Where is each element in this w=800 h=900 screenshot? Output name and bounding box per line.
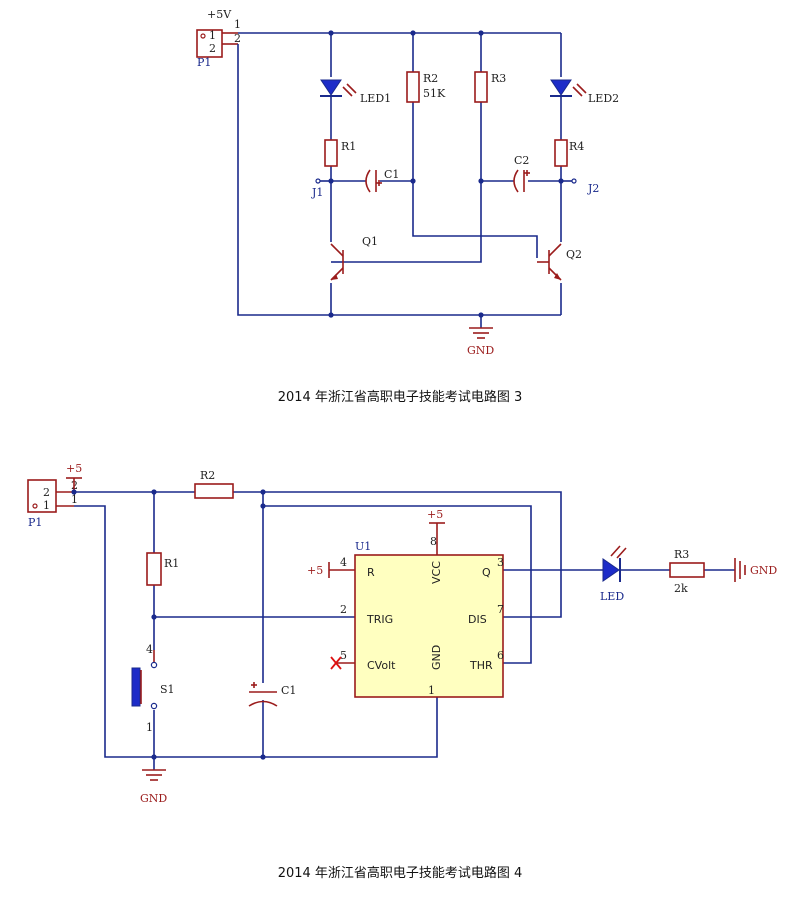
r3-2-value: 2k xyxy=(674,582,688,595)
junctions-1 xyxy=(315,30,577,318)
u1-pin-trig: TRIG xyxy=(366,613,393,626)
c1-capacitor-2: C1 xyxy=(248,682,296,707)
vcc-label-2: +5 xyxy=(66,462,82,475)
p1-2-label: P1 xyxy=(28,516,42,529)
u1-pin-gnd: GND xyxy=(430,645,443,670)
led-2: LED xyxy=(600,545,627,603)
r2-value: 51K xyxy=(423,87,446,100)
u1-num6: 6 xyxy=(497,649,504,662)
p1-2-pin1-label: 1 xyxy=(43,499,50,512)
u1-pin-q: Q xyxy=(482,566,491,579)
u1-num3: 3 xyxy=(497,556,504,569)
u1-num5: 5 xyxy=(340,649,347,662)
p1-connector-2: 2 1 P1 2 1 +5 xyxy=(27,462,82,529)
p1-connector: 1 2 P1 1 2 +5V xyxy=(196,8,241,69)
u1-pin-dis: DIS xyxy=(468,613,487,626)
u1-num4: 4 xyxy=(340,556,347,569)
c2-label: C2 xyxy=(514,154,529,167)
r4-resistor: R4 xyxy=(554,139,584,167)
r2-resistor: R2 51K xyxy=(406,71,446,103)
r1-label: R1 xyxy=(341,140,356,153)
s1-pin1: 1 xyxy=(146,721,153,734)
p1-pin2-label: 2 xyxy=(209,42,216,55)
gnd-symbol-left: GND xyxy=(140,769,167,805)
r3-label: R3 xyxy=(491,72,506,85)
diagram-2: 2 1 P1 2 1 +5 xyxy=(27,462,777,805)
u1-pin-cvolt: CVolt xyxy=(367,659,396,672)
s1-switch: 4 1 S1 xyxy=(131,643,175,734)
s1-pin4: 4 xyxy=(146,643,153,656)
u1-num1: 1 xyxy=(428,684,435,697)
q2-transistor: Q2 xyxy=(537,243,582,281)
r4-label: R4 xyxy=(569,140,584,153)
gnd-symbol-1: GND xyxy=(467,327,494,357)
p1-label: P1 xyxy=(197,56,211,69)
led2: LED2 xyxy=(550,79,619,105)
q2-label: Q2 xyxy=(566,248,582,261)
wires-2 xyxy=(74,491,735,770)
p1-2-out1-label: 1 xyxy=(71,493,78,506)
p1-out1-label: 1 xyxy=(234,18,241,31)
p1-2-pin2-label: 2 xyxy=(43,486,50,499)
p1-out2-label: 2 xyxy=(234,32,241,45)
gnd-label-right: GND xyxy=(750,564,777,577)
u1-pin-thr: THR xyxy=(469,659,493,672)
r2-resistor-2: R2 xyxy=(194,469,234,499)
r1-2-label: R1 xyxy=(164,557,179,570)
c1-2-label: C1 xyxy=(281,684,296,697)
led2-label: LED2 xyxy=(588,92,619,105)
u1-num8: 8 xyxy=(430,535,437,548)
led1-label: LED1 xyxy=(360,92,391,105)
r1-resistor: R1 xyxy=(324,139,356,167)
r3-resistor-2: R3 2k xyxy=(669,548,705,595)
u1-num2: 2 xyxy=(340,603,347,616)
r3-resistor: R3 xyxy=(474,71,506,103)
q1-label: Q1 xyxy=(362,235,378,248)
u1-label: U1 xyxy=(355,540,371,553)
r2-2-label: R2 xyxy=(200,469,215,482)
led-2-label: LED xyxy=(600,590,624,603)
p1-pin1-label: 1 xyxy=(209,29,216,42)
wires-1 xyxy=(237,32,574,328)
gnd-label-1: GND xyxy=(467,344,494,357)
caption-diagram-2: 2014 年浙江省高职电子技能考试电路图 4 xyxy=(277,866,523,881)
junctions-2 xyxy=(71,489,266,760)
u1-r-supply: +5 xyxy=(307,564,323,577)
diagram-1: 1 2 P1 1 2 +5V xyxy=(196,8,619,357)
u1-num7: 7 xyxy=(497,603,504,616)
vcc-label: +5V xyxy=(207,8,232,21)
j1-label: J1 xyxy=(311,186,323,199)
r2-label: R2 xyxy=(423,72,438,85)
gnd-symbol-right: GND xyxy=(734,558,777,582)
r3-2-label: R3 xyxy=(674,548,689,561)
c2-capacitor: C2 xyxy=(513,154,530,193)
u1-pin-vcc: VCC xyxy=(430,561,443,584)
c1-label: C1 xyxy=(384,168,399,181)
caption-diagram-1: 2014 年浙江省高职电子技能考试电路图 3 xyxy=(277,390,523,405)
r1-resistor-2: R1 xyxy=(146,552,179,586)
u1-pin-r: R xyxy=(367,566,375,579)
u1-vcc-supply: +5 xyxy=(427,508,443,521)
s1-label: S1 xyxy=(160,683,175,696)
led1: LED1 xyxy=(320,79,391,105)
c1-capacitor: C1 xyxy=(365,168,399,193)
u1-ic: U1 R VCC Q TRIG DIS CVolt GND THR 4 8 3 … xyxy=(307,508,504,698)
gnd-label-left: GND xyxy=(140,792,167,805)
j2-label: J2 xyxy=(587,182,599,195)
no-connect-icon xyxy=(330,656,342,670)
q1-transistor: Q1 xyxy=(330,235,378,281)
